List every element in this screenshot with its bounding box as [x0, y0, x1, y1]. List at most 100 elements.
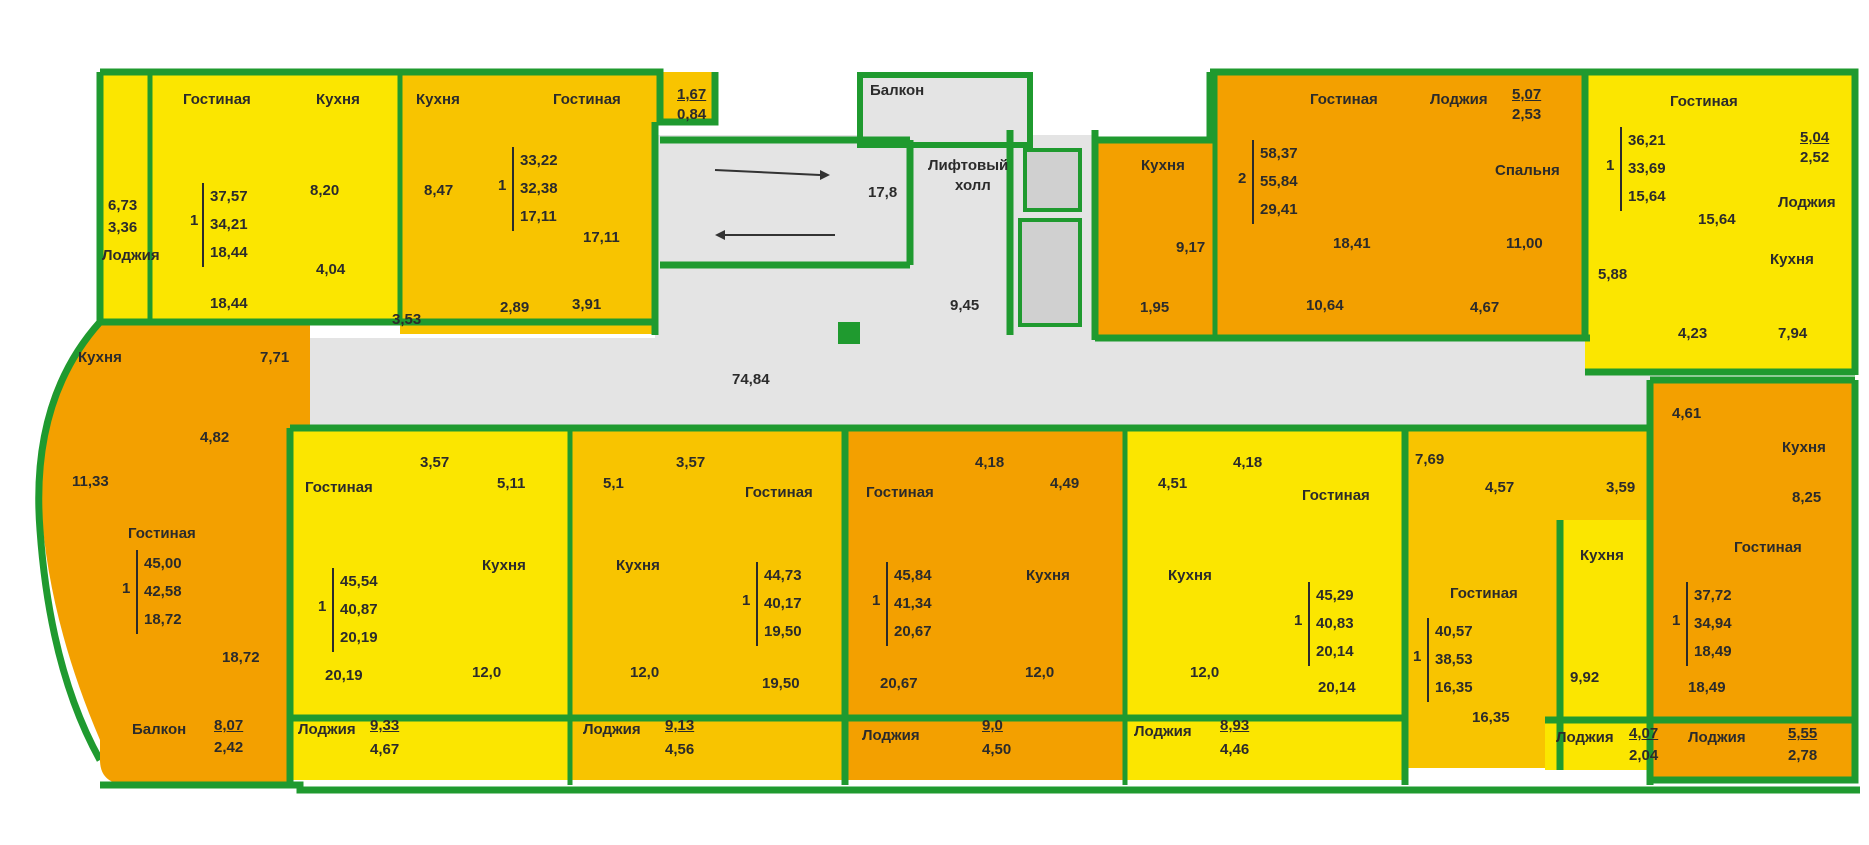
a7-loggia-label: Лоджия: [583, 721, 641, 738]
lift-2: [1018, 218, 1082, 327]
a2-rooms: 1: [498, 177, 507, 194]
a6-loggia-label: Лоджия: [298, 721, 356, 738]
apt1: [150, 72, 400, 322]
a9-kitchen-label: Кухня: [1168, 567, 1212, 584]
a11-kitchen-b: 9,92: [1570, 669, 1600, 686]
a11-loggia-top: 4,07: [1629, 725, 1659, 742]
a12-loggia-label: Лоджия: [1688, 729, 1746, 746]
a6-living-label: Гостиная: [305, 479, 373, 496]
a2-living-label: Гостиная: [553, 91, 621, 108]
a5-balcony-label: Балкон: [132, 721, 187, 738]
a8-rooms: 1: [872, 592, 881, 609]
apt9: [1125, 428, 1405, 718]
a3-living-label: Гостиная: [1310, 91, 1378, 108]
a2-hall: 2,89: [500, 299, 530, 316]
a7-loggia-top: 9,13: [665, 717, 695, 734]
a10-living-label: Гостиная: [1450, 585, 1518, 602]
a12-kitchen-label: Кухня: [1782, 439, 1826, 456]
apt3: [1215, 72, 1585, 335]
a2-kitchen: 8,47: [424, 182, 454, 199]
a6-kitchen: 12,0: [472, 664, 502, 681]
a3-kitchen-label: Кухня: [1141, 157, 1185, 174]
lift-hall-label-1: Лифтовый: [928, 157, 1009, 174]
a2-loggia-top: 1,67: [677, 86, 707, 103]
a2-bath: 3,91: [572, 296, 602, 313]
corridor-area: 74,84: [732, 371, 770, 388]
a6-loggia-bot: 4,67: [370, 741, 400, 758]
a9-bath: 4,51: [1158, 475, 1188, 492]
a7-bath: 5,1: [603, 475, 624, 492]
apt2: [400, 72, 655, 334]
apt5-curved-wall: [35, 319, 104, 762]
a3-bath: 4,67: [1470, 299, 1500, 316]
apt1-loggia: [100, 72, 150, 322]
a11-bath: 3,59: [1606, 479, 1636, 496]
a4-living: 15,64: [1698, 211, 1736, 228]
a1-kitchen: 8,20: [310, 182, 340, 199]
a9-loggia-bot: 4,46: [1220, 741, 1250, 758]
a6-loggia-top: 9,33: [370, 717, 400, 734]
a12-loggia-top: 5,55: [1788, 725, 1818, 742]
a5-balcony-top: 8,07: [214, 717, 244, 734]
a12-rooms: 1: [1672, 612, 1681, 629]
a7-kitchen-label: Кухня: [616, 557, 660, 574]
a3-wc: 1,95: [1140, 299, 1170, 316]
a9-loggia-label: Лоджия: [1134, 723, 1192, 740]
apt7-loggia: [570, 718, 845, 780]
a4-loggia-bot: 2,52: [1800, 149, 1830, 166]
a8-loggia-top: 9,0: [982, 717, 1003, 734]
apt5-balcony: [100, 700, 290, 785]
a9-rooms: 1: [1294, 612, 1303, 629]
a11-loggia-bot: 2,04: [1629, 747, 1659, 764]
a12-kitchen: 8,25: [1792, 489, 1822, 506]
a11-loggia-label: Лоджия: [1556, 729, 1614, 746]
apt2-loggia: [655, 72, 715, 122]
a2-living: 17,11: [583, 229, 620, 246]
a5-living: 18,72: [222, 649, 260, 666]
a8-kitchen: 12,0: [1025, 664, 1055, 681]
a3-bedroom-label: Спальня: [1495, 162, 1560, 179]
a9-living: 20,14: [1318, 679, 1356, 696]
a8-living-label: Гостиная: [866, 484, 934, 501]
a4-rooms: 1: [1606, 157, 1615, 174]
lift-hall-area: 9,45: [950, 297, 980, 314]
a6-kitchen-label: Кухня: [482, 557, 526, 574]
apt4: [1585, 72, 1855, 372]
apt9-loggia: [1125, 718, 1405, 780]
a7-living: 19,50: [762, 675, 800, 692]
a7-loggia-bot: 4,56: [665, 741, 695, 758]
a7-kitchen: 12,0: [630, 664, 660, 681]
stair-arrowhead-up: [820, 170, 830, 180]
a3-bedroom: 11,00: [1506, 235, 1543, 252]
a8-kitchen-label: Кухня: [1026, 567, 1070, 584]
a8-loggia-label: Лоджия: [862, 727, 920, 744]
a10-bath: 4,57: [1485, 479, 1515, 496]
a1-loggia-top: 6,73: [108, 197, 138, 214]
a7-rooms: 1: [742, 592, 751, 609]
a4-kitchen: 7,94: [1778, 325, 1808, 342]
a1-living-label: Гостиная: [183, 91, 251, 108]
walls: [96, 68, 1860, 794]
corridor: [290, 338, 1670, 428]
a4-living-label: Гостиная: [1670, 93, 1738, 110]
a3-kitchen: 9,17: [1176, 239, 1206, 256]
stair-arrowhead-down: [715, 230, 725, 240]
a2-loggia-bot: 0,84: [677, 106, 707, 123]
common-balcony-label: Балкон: [870, 82, 925, 99]
a6-hall: 3,57: [420, 454, 450, 471]
common-balcony: [857, 72, 1033, 148]
a6-rooms: 1: [318, 598, 327, 615]
a1-living: 18,44: [210, 295, 248, 312]
a1-bath: 4,04: [316, 261, 346, 278]
apt6: [290, 428, 570, 718]
apt7: [570, 428, 845, 718]
a9-hall: 4,18: [1233, 454, 1263, 471]
a8-hall: 4,18: [975, 454, 1005, 471]
stair-area: 17,8: [868, 184, 898, 201]
